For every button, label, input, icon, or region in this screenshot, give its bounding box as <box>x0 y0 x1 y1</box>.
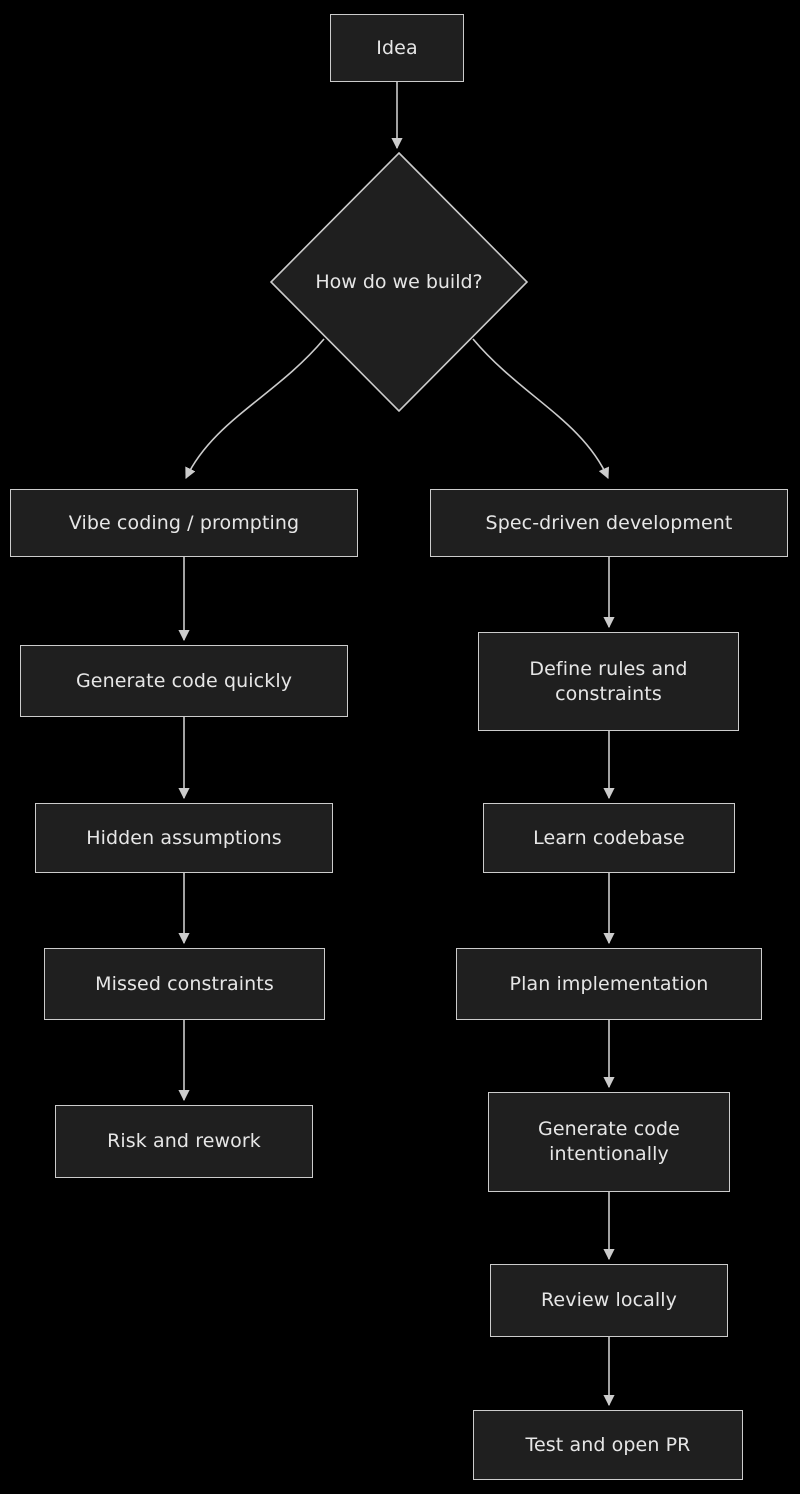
node-missed-constraints[interactable]: Missed constraints <box>44 948 325 1020</box>
node-hidden-assumptions[interactable]: Hidden assumptions <box>35 803 333 873</box>
node-idea[interactable]: Idea <box>330 14 464 82</box>
node-define-rules-and-constraints-label: Define rules and constraints <box>529 657 688 705</box>
node-generate-code-intentionally[interactable]: Generate code intentionally <box>488 1092 730 1192</box>
node-test-and-open-pr[interactable]: Test and open PR <box>473 1410 743 1480</box>
node-idea-label: Idea <box>376 36 418 59</box>
node-define-rules-and-constraints[interactable]: Define rules and constraints <box>478 632 739 731</box>
node-decision-label: How do we build? <box>315 271 483 293</box>
node-generate-code-intentionally-label: Generate code intentionally <box>538 1118 680 1165</box>
node-vibe-coding-label: Vibe coding / prompting <box>68 511 300 534</box>
node-missed-constraints-label: Missed constraints <box>95 972 274 995</box>
node-generate-code-quickly[interactable]: Generate code quickly <box>20 645 348 717</box>
node-plan-implementation[interactable]: Plan implementation <box>456 948 762 1020</box>
node-risk-and-rework-label: Risk and rework <box>107 1130 261 1153</box>
node-review-locally-label: Review locally <box>540 1289 678 1312</box>
node-plan-implementation-label: Plan implementation <box>509 972 709 995</box>
node-risk-and-rework[interactable]: Risk and rework <box>55 1105 313 1178</box>
node-learn-codebase[interactable]: Learn codebase <box>483 803 735 873</box>
node-vibe-coding[interactable]: Vibe coding / prompting <box>10 489 358 557</box>
node-hidden-assumptions-label: Hidden assumptions <box>86 826 282 849</box>
node-generate-code-quickly-label: Generate code quickly <box>75 669 293 692</box>
node-test-and-open-pr-label: Test and open PR <box>525 1433 691 1456</box>
node-review-locally[interactable]: Review locally <box>490 1264 728 1337</box>
node-spec-driven-development-label: Spec-driven development <box>485 511 733 534</box>
diamond-shape <box>270 152 528 412</box>
node-spec-driven-development[interactable]: Spec-driven development <box>430 489 788 557</box>
node-learn-codebase-label: Learn codebase <box>533 826 685 849</box>
node-decision[interactable]: How do we build? <box>270 152 528 412</box>
